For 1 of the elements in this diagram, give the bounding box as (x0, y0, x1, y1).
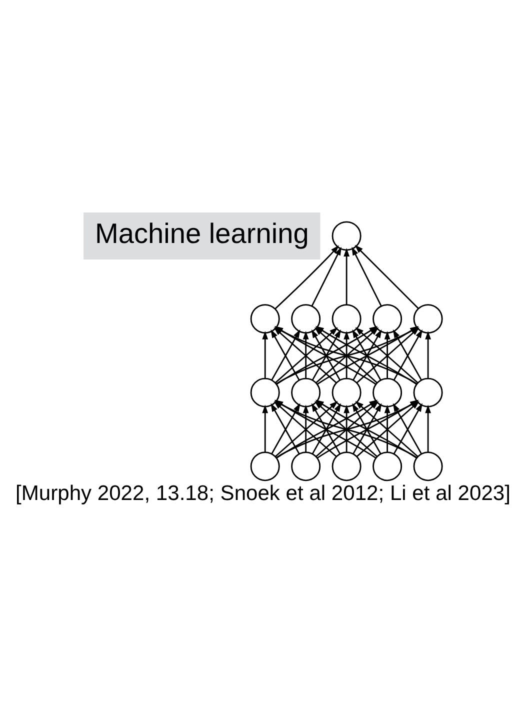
caption: [Murphy 2022, 13.18; Snoek et al 2012; Li et al 2023] (16, 482, 510, 506)
